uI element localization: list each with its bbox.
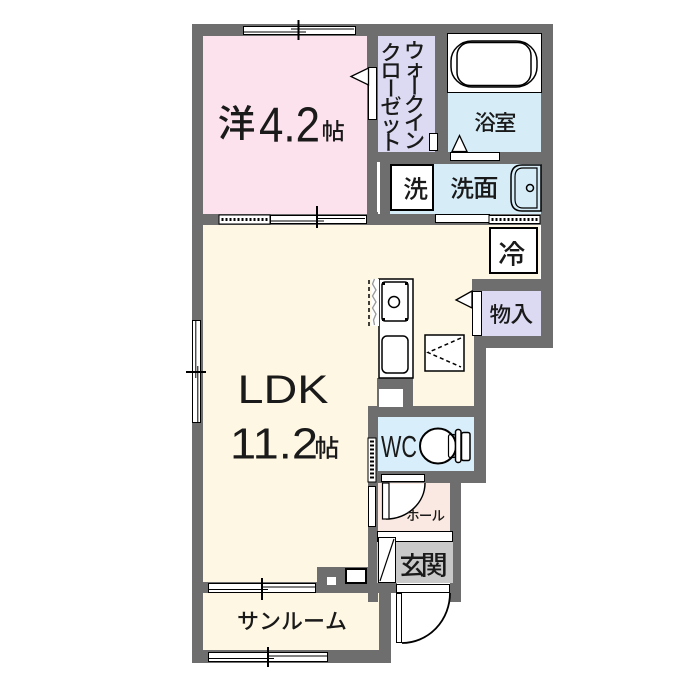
svg-text:LDK: LDK — [238, 368, 329, 412]
svg-text:4.2: 4.2 — [259, 98, 320, 153]
svg-text:11.2: 11.2 — [230, 421, 318, 469]
svg-text:WC: WC — [381, 430, 417, 464]
